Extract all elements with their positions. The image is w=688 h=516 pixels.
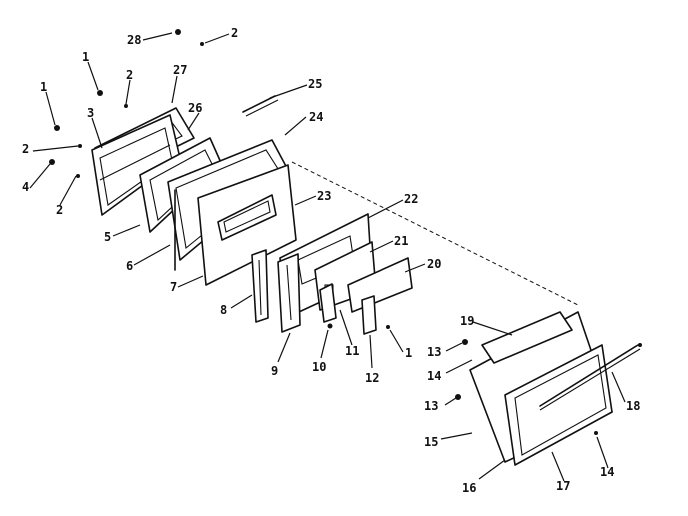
part-11-component (319, 283, 337, 323)
alignment-line (291, 161, 579, 306)
callout-6: 6 (126, 259, 133, 273)
callout-14: 14 (600, 465, 614, 479)
callout-10: 10 (312, 360, 326, 374)
leader-lines (29, 32, 626, 482)
callout-19: 19 (460, 314, 474, 328)
callout-7: 7 (170, 280, 177, 294)
callout-26: 26 (188, 101, 202, 115)
callout-1: 1 (40, 80, 47, 94)
callout-22: 22 (404, 192, 418, 206)
callout-2: 2 (231, 26, 238, 40)
part-23-window-panel (197, 164, 297, 286)
callout-17: 17 (556, 479, 570, 493)
part-25-rod (242, 95, 279, 117)
callout-numbers: 28 2 1 2 27 1 3 26 24 25 2 4 2 5 6 23 22… (22, 26, 640, 495)
callout-2: 2 (126, 68, 133, 82)
part-12-hinge (361, 295, 377, 335)
callout-2: 2 (56, 203, 63, 217)
callout-1: 1 (82, 50, 89, 64)
part-19-gasket (481, 311, 573, 364)
callout-27: 27 (173, 63, 187, 77)
outer-door-assembly (469, 311, 642, 466)
callout-9: 9 (271, 364, 278, 378)
callout-21: 21 (394, 234, 408, 248)
callout-18: 18 (626, 399, 640, 413)
callout-14: 14 (427, 369, 441, 383)
callout-12: 12 (365, 371, 379, 385)
callout-5: 5 (104, 230, 111, 244)
callout-28: 28 (127, 33, 141, 47)
callout-24: 24 (309, 110, 323, 124)
callout-2: 2 (22, 142, 29, 156)
callout-8: 8 (220, 303, 227, 317)
callout-13: 13 (424, 399, 438, 413)
part-16-glass-frame (504, 344, 613, 466)
callout-15: 15 (424, 435, 438, 449)
callout-25: 25 (308, 77, 322, 91)
small-parts (49, 29, 598, 435)
callout-13: 13 (427, 345, 441, 359)
callout-20: 20 (427, 257, 441, 271)
callout-11: 11 (345, 344, 359, 358)
callout-16: 16 (462, 481, 476, 495)
callout-1: 1 (405, 346, 412, 360)
callout-23: 23 (317, 189, 331, 203)
part-8-bracket (251, 249, 269, 323)
callout-3: 3 (87, 106, 94, 120)
callout-4: 4 (22, 180, 29, 194)
part-9-side-bracket (277, 253, 301, 333)
